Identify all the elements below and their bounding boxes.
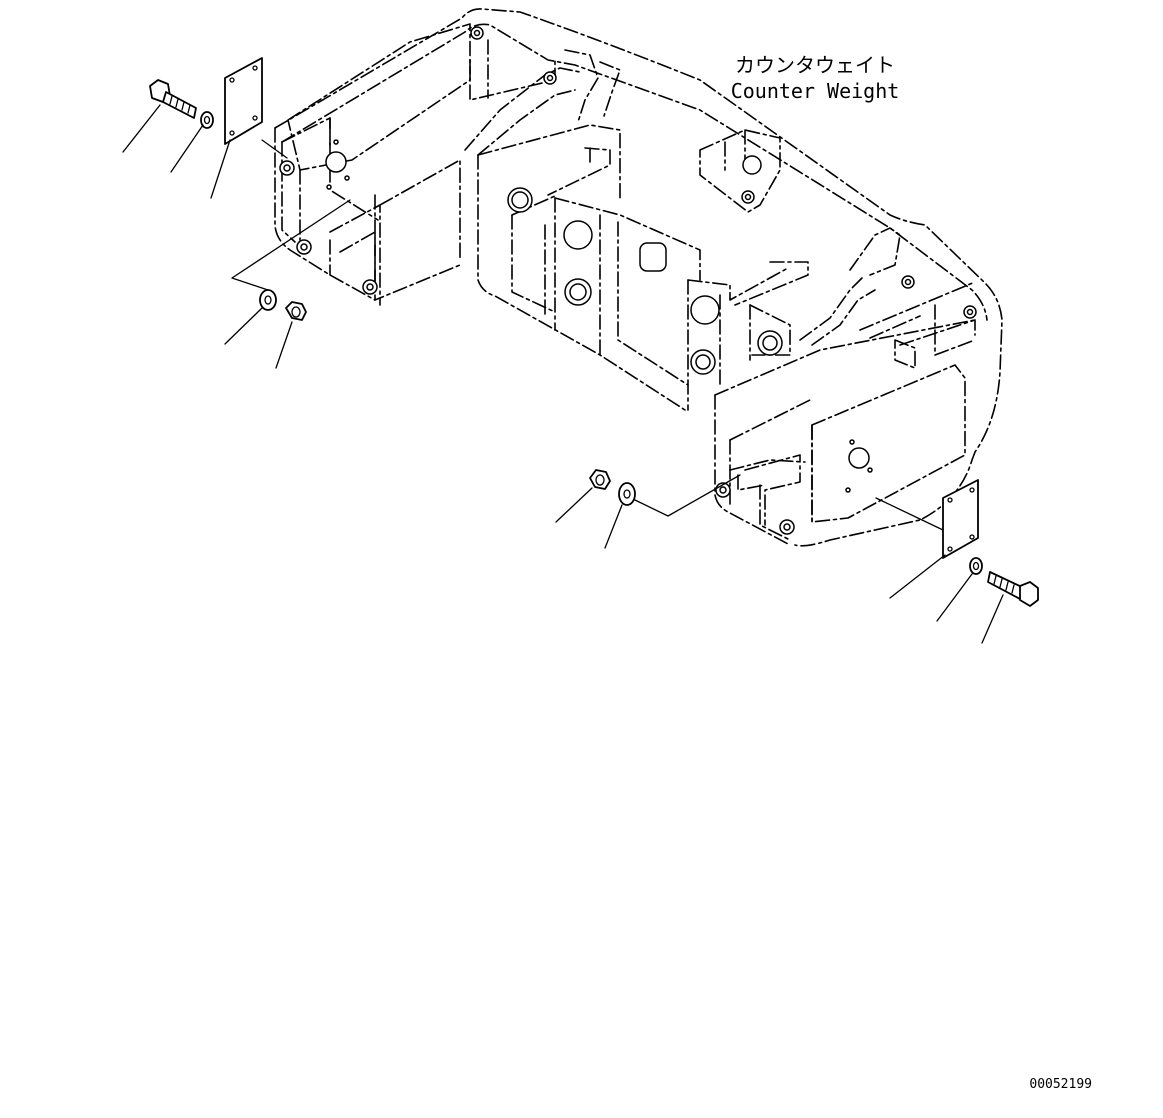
cover-plate-right-icon <box>942 479 979 559</box>
leader-lines-left <box>122 104 351 369</box>
washer-left-lower-icon <box>259 289 277 311</box>
washer-right-lower-icon <box>969 557 983 575</box>
bolt-left-icon <box>149 79 197 119</box>
counterweight-label-jp: カウンタウェイト <box>735 53 895 77</box>
washer-left-icon <box>200 111 214 129</box>
nut-right-icon <box>589 469 611 490</box>
bolt-right-icon <box>987 571 1039 607</box>
cover-plate-left-icon <box>224 57 263 145</box>
nut-left-icon <box>285 301 307 321</box>
body-holes <box>279 26 977 535</box>
counterweight-label-en: Counter Weight <box>731 79 900 103</box>
drawing-number: 00052199 <box>1029 1077 1092 1092</box>
washer-right-icon <box>618 482 636 506</box>
leader-lines-right <box>555 474 1004 644</box>
